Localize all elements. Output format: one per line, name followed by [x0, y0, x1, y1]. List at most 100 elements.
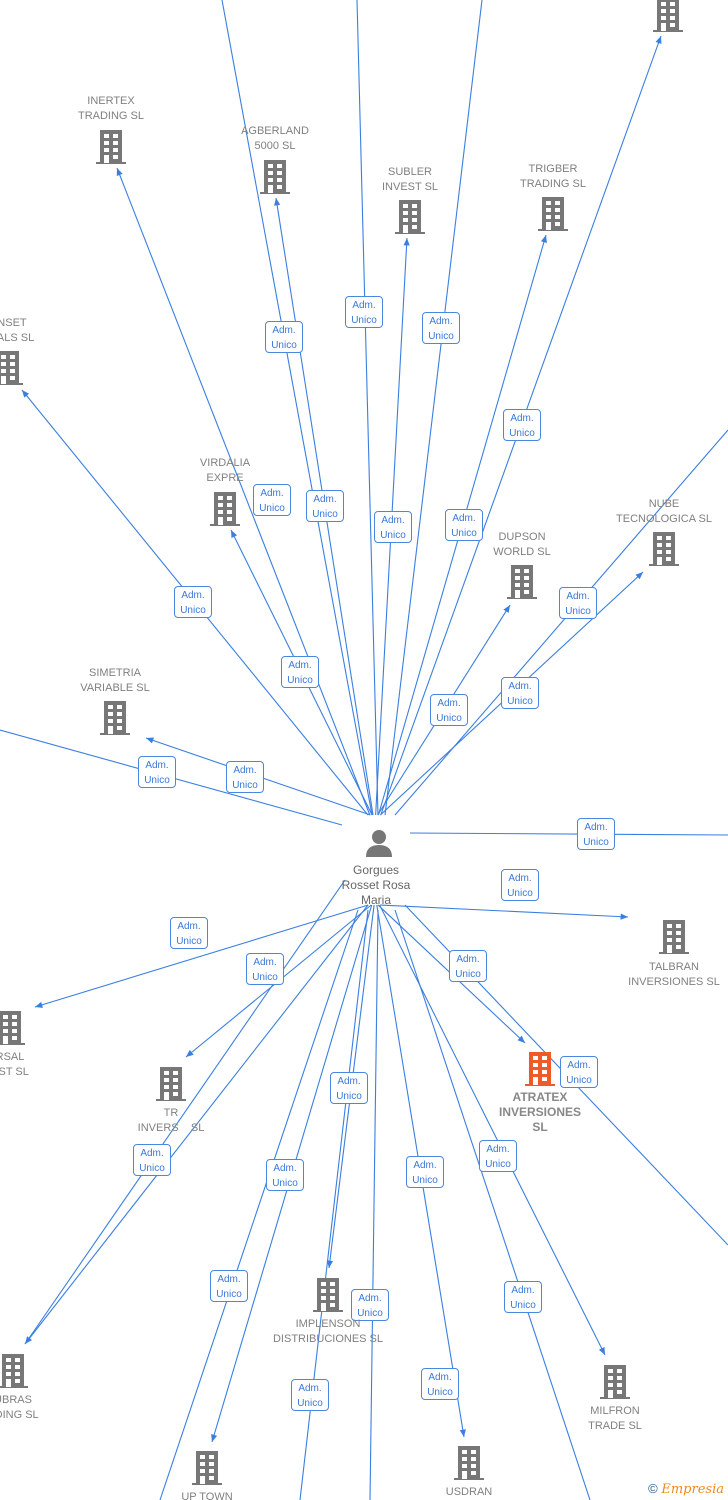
- role-badge[interactable]: Adm.Unico: [421, 1368, 459, 1400]
- role-badge[interactable]: Adm.Unico: [479, 1140, 517, 1172]
- role-line-1: Adm.: [381, 515, 405, 526]
- role-badge[interactable]: Adm.Unico: [577, 818, 615, 850]
- arrow-head: [231, 530, 238, 538]
- company-name-line: ADING SL: [0, 1409, 39, 1421]
- role-line-2: Unico: [180, 605, 206, 616]
- role-badge[interactable]: Adm.Unico: [226, 761, 264, 793]
- building-icon: [538, 197, 568, 231]
- company-name-line: VARIABLE SL: [80, 682, 150, 694]
- company-name-line: TRIGBER: [528, 163, 578, 175]
- role-line-1: Adm.: [566, 591, 590, 602]
- role-badge[interactable]: Adm.Unico: [265, 321, 303, 353]
- role-line-1: Adm.: [260, 488, 284, 499]
- role-line-2: Unico: [287, 675, 313, 686]
- role-badge[interactable]: Adm.Unico: [374, 511, 412, 543]
- role-badge[interactable]: Adm.Unico: [306, 490, 344, 522]
- building-icon: [156, 1067, 186, 1101]
- building-icon: [0, 351, 23, 385]
- company-name-line: WORLD SL: [493, 546, 551, 558]
- role-badge[interactable]: Adm.Unico: [422, 312, 460, 344]
- arrow-head: [503, 605, 510, 613]
- role-badge[interactable]: Adm. Unico: [281, 656, 319, 688]
- company-name-line: 5000 SL: [254, 140, 296, 152]
- building-icon: [0, 1011, 25, 1045]
- role-badge[interactable]: Adm.Unico: [501, 677, 539, 709]
- company-name-line: DUPSON: [498, 531, 546, 543]
- role-line-2: Unico: [451, 528, 477, 539]
- role-line-1: Adm.: [510, 413, 534, 424]
- edge-offscreen-8: [299, 909, 369, 1500]
- building-icon: [0, 1354, 28, 1388]
- company-name-line: NUBE: [648, 498, 680, 510]
- company-name-line: INVERSIONES SL: [628, 976, 720, 988]
- company-name: AGBERLAND 5000 SL: [241, 124, 309, 154]
- arrow-head: [620, 913, 628, 920]
- role-badge[interactable]: Adm.Unico: [253, 484, 291, 516]
- edge-offscreen-2: [384, 0, 483, 816]
- company-name: UNSETOVALS SL: [0, 316, 34, 346]
- building-icon: [653, 0, 683, 32]
- role-badge[interactable]: Adm.Unico: [445, 509, 483, 541]
- role-line-1: Adm.: [428, 1372, 452, 1383]
- role-line-2: Unico: [272, 1178, 298, 1189]
- role-line-1: Adm.: [272, 325, 296, 336]
- company-name: UP TOWN: [181, 1490, 232, 1500]
- role-line-1: Adm.: [413, 1160, 437, 1171]
- role-line-1: Adm.: [288, 660, 312, 671]
- company-name-line: USDRAN: [445, 1486, 493, 1498]
- arrow-head: [459, 1429, 466, 1437]
- building-icon: [454, 1446, 484, 1480]
- role-badge[interactable]: Adm.Unico: [406, 1156, 444, 1188]
- role-badge[interactable]: Adm.Unico: [501, 869, 539, 901]
- role-badge[interactable]: Adm.Unico: [210, 1270, 248, 1302]
- role-badge[interactable]: Adm.Unico: [246, 953, 284, 985]
- role-badge[interactable]: Adm.Unico: [174, 586, 212, 618]
- role-badge[interactable]: Adm.Unico: [170, 917, 208, 949]
- role-badge[interactable]: Adm.Unico: [504, 1281, 542, 1313]
- role-line-2: Unico: [566, 1075, 592, 1086]
- role-badge[interactable]: Adm.Unico: [345, 296, 383, 328]
- building-icon: [210, 492, 240, 526]
- role-badge[interactable]: Adm.Unico: [430, 694, 468, 726]
- company-name-line: AGBERLAND: [241, 125, 309, 137]
- edge-12: [34, 904, 369, 1008]
- building-icon: [525, 1052, 555, 1086]
- role-badge[interactable]: Adm.Unico: [330, 1072, 368, 1104]
- edge-16: [379, 904, 606, 1356]
- company-name-line: TALBRAN: [649, 961, 699, 973]
- arrow-head: [116, 168, 123, 176]
- role-badge[interactable]: Adm.Unico: [133, 1144, 171, 1176]
- building-icon: [100, 701, 130, 735]
- role-line-1: Adm.: [429, 316, 453, 327]
- role-line-1: Adm.: [358, 1293, 382, 1304]
- role-badge[interactable]: Adm.Unico: [559, 587, 597, 619]
- building-icon: [649, 532, 679, 566]
- role-badge[interactable]: Adm.Unico: [291, 1379, 329, 1411]
- company-name: USDRAN: [446, 1485, 492, 1500]
- company-name-line: SIMETRIA: [89, 667, 141, 679]
- arrow-head: [655, 36, 662, 44]
- role-line-2: Unico: [507, 888, 533, 899]
- role-badge[interactable]: Adm.Unico: [266, 1159, 304, 1191]
- role-badge[interactable]: Adm.Unico: [560, 1056, 598, 1088]
- company-name-line: TR: [163, 1107, 179, 1119]
- role-badge[interactable]: Adm.Unico: [503, 409, 541, 441]
- company-name-line: UBRAS: [0, 1394, 32, 1406]
- building-icon: [192, 1451, 222, 1485]
- role-line-1: Adm.: [298, 1383, 322, 1394]
- arrow-head: [517, 1035, 525, 1043]
- building-icon: [313, 1278, 343, 1312]
- brand-logo: Empresia: [661, 1482, 724, 1497]
- role-badge[interactable]: Adm.Unico: [449, 950, 487, 982]
- role-badge[interactable]: Adm.Unico: [138, 756, 176, 788]
- edge-offscreen-5: [409, 832, 728, 836]
- arrow-head: [326, 1260, 333, 1268]
- edge-offscreen-9: [369, 909, 379, 1500]
- role-badge[interactable]: Adm.Unico: [351, 1289, 389, 1321]
- company-name-line: INVERSIONES: [498, 1105, 582, 1119]
- building-icon: [96, 130, 126, 164]
